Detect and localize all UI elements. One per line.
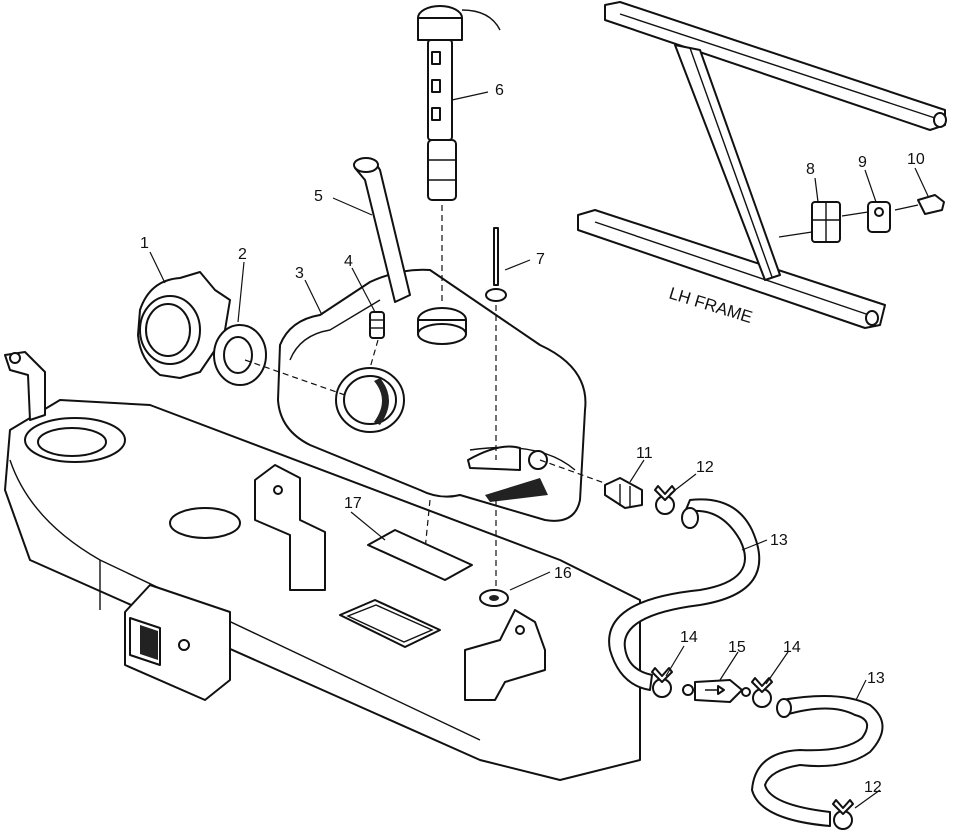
callout-13-lower: 13	[867, 670, 885, 687]
frame-clamp	[811, 201, 841, 243]
callout-16: 16	[554, 565, 572, 582]
callout-12-upper: 12	[696, 459, 714, 476]
mount-stud	[485, 227, 507, 302]
callout-1: 1	[140, 235, 149, 252]
hose-clamp-lower	[832, 799, 854, 830]
vent-hose	[353, 157, 411, 303]
vent-fitting	[369, 311, 385, 339]
callout-14-left: 14	[680, 629, 698, 646]
callout-11: 11	[636, 445, 653, 462]
bolt	[894, 194, 945, 215]
lh-frame-label: LH FRAME	[667, 284, 755, 327]
inline-filter	[682, 679, 751, 703]
leader-lines	[149, 91, 929, 809]
outlet-fitting	[604, 477, 643, 509]
oil-level-sender	[417, 5, 501, 201]
grommet	[479, 589, 509, 607]
filler-cap	[137, 271, 231, 379]
callout-4: 4	[344, 253, 353, 270]
clip-bracket	[867, 201, 891, 233]
callout-17: 17	[344, 495, 362, 512]
callout-2: 2	[238, 246, 247, 263]
fuel-tank	[277, 268, 587, 522]
chassis-plate	[4, 351, 641, 781]
callout-9: 9	[858, 154, 867, 171]
callout-15: 15	[728, 639, 746, 656]
oil-hose-upper	[608, 498, 761, 691]
callout-numbers: 1 2 3 4 5 6 7 8 9 10 11 12 12 13 13 14 1…	[140, 82, 925, 796]
callout-12-lower: 12	[864, 779, 882, 796]
hose-clamp-mid-left	[651, 667, 673, 698]
oil-hose-lower	[751, 695, 884, 827]
callout-14-right: 14	[783, 639, 801, 656]
callout-7: 7	[536, 251, 545, 268]
callout-10: 10	[907, 151, 925, 168]
callout-8: 8	[806, 161, 815, 178]
callout-13-upper: 13	[770, 532, 788, 549]
hose-clamp-upper	[654, 485, 676, 515]
hose-clamp-mid-right	[751, 677, 773, 708]
callout-6: 6	[495, 82, 504, 99]
gasket	[213, 324, 267, 386]
tank-pad	[367, 529, 473, 581]
callout-3: 3	[295, 265, 304, 282]
callout-5: 5	[314, 188, 323, 205]
lh-frame: LH FRAME	[577, 1, 947, 329]
